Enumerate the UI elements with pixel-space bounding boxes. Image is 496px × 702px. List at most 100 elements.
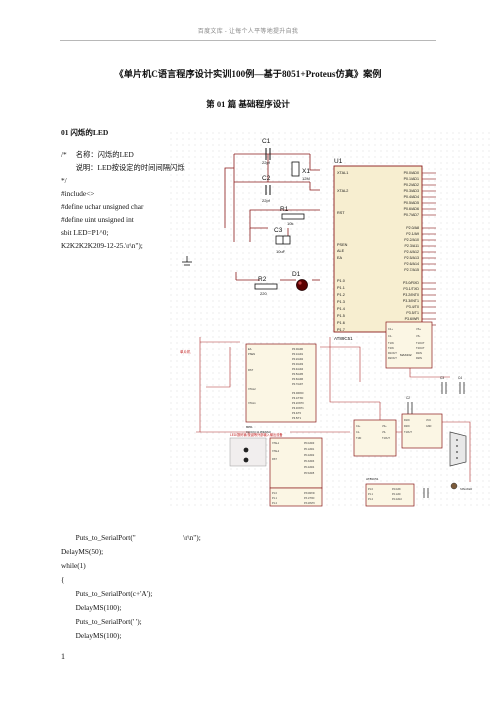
svg-text:VS+: VS+ [416, 327, 421, 331]
svg-text:P1.2: P1.2 [272, 502, 278, 505]
svg-text:P3.4/T0: P3.4/T0 [292, 411, 302, 415]
u1-label: U1 [334, 158, 343, 165]
svg-text:P0.3/AD3: P0.3/AD3 [304, 460, 315, 463]
svg-text:P0.2/AD2: P0.2/AD2 [404, 183, 419, 187]
c1-value: 22pf [262, 160, 271, 165]
svg-text:T1OUT: T1OUT [382, 437, 390, 440]
svg-text:P0.3/AD3: P0.3/AD3 [292, 362, 304, 366]
svg-text:P0.1/AD1: P0.1/AD1 [404, 177, 419, 181]
svg-text:XTAL2: XTAL2 [337, 189, 348, 193]
svg-text:C2: C2 [406, 396, 410, 400]
svg-text:P1.2: P1.2 [337, 293, 345, 297]
svg-text:P0.0/AD0: P0.0/AD0 [304, 442, 315, 445]
d1-label: D1 [292, 271, 301, 278]
svg-text:P1.1: P1.1 [337, 286, 345, 290]
r1-label: R1 [280, 206, 289, 213]
crystal-x1-icon [291, 161, 300, 177]
speaker-icon [450, 482, 458, 490]
svg-text:P0.4/AD4: P0.4/AD4 [304, 466, 315, 469]
svg-text:R2IN: R2IN [404, 425, 410, 428]
c2-value: 22pf [262, 198, 271, 203]
u1-left-pins: XTAL1 XTAL2 RST PSEN ALE EA P1.0 P1.1 P1… [337, 171, 348, 332]
svg-text:T2IN: T2IN [388, 346, 394, 350]
svg-text:P0.6/AD6: P0.6/AD6 [404, 207, 419, 211]
max232-label: MAX232 [400, 353, 412, 357]
svg-text:R2OUT: R2OUT [388, 356, 397, 360]
svg-text:P3.2/INT0: P3.2/INT0 [304, 502, 315, 505]
svg-text:P3.0/RXD: P3.0/RXD [304, 492, 315, 495]
code-line: DelayMS(100); [61, 631, 122, 640]
code-line: Puts_to_SerialPort(' '); [61, 617, 142, 626]
svg-text:P3.3/INT1: P3.3/INT1 [403, 299, 419, 303]
svg-text:P1.1: P1.1 [272, 497, 278, 500]
svg-text:R1IN: R1IN [416, 351, 422, 355]
svg-text:P3.2/INT0: P3.2/INT0 [403, 293, 419, 297]
led-d1-icon [296, 279, 308, 291]
svg-text:P2.2/A10: P2.2/A10 [392, 498, 403, 501]
u2-title: 8051 [246, 425, 253, 429]
svg-text:C1-: C1- [356, 431, 360, 434]
svg-text:XTAL2: XTAL2 [248, 387, 256, 391]
svg-text:VS-: VS- [382, 431, 386, 434]
svg-text:P0.4/AD4: P0.4/AD4 [404, 195, 419, 199]
code-line: sbit LED=P1^0; [61, 228, 109, 237]
c2-label: C2 [262, 175, 271, 182]
code-line: K2K2K2K209-12-25.\r\n"); [61, 241, 143, 250]
header-rule [60, 40, 436, 41]
svg-text:P1.6: P1.6 [337, 321, 345, 325]
svg-text:P3.1/TXD: P3.1/TXD [304, 497, 315, 500]
svg-text:P0.6/AD6: P0.6/AD6 [292, 377, 304, 381]
svg-text:P1.0: P1.0 [337, 279, 345, 283]
button-icon [243, 457, 249, 463]
svg-text:VS-: VS- [416, 334, 420, 338]
code-line: Puts_to_SerialPort(c+'A'); [61, 589, 153, 598]
io-note: LED/数码管/按键等外部输入输出设备 [230, 432, 283, 437]
svg-text:P0.5/AD5: P0.5/AD5 [404, 201, 419, 205]
svg-text:P2.3/A11: P2.3/A11 [404, 244, 419, 248]
chapter-heading: 第 01 篇 基础程序设计 [206, 99, 290, 109]
x1-label: X1 [302, 168, 310, 175]
svg-text:P2.6/A14: P2.6/A14 [404, 262, 419, 266]
page-number: 1 [61, 652, 65, 661]
c3-value: 10uF [276, 249, 286, 254]
svg-text:P3.1/TXD: P3.1/TXD [292, 396, 303, 400]
svg-text:PSEN: PSEN [337, 243, 348, 247]
svg-text:P0.5/AD5: P0.5/AD5 [304, 472, 315, 475]
max232-chip [385, 321, 433, 369]
code-line: DelayMS(50); [61, 547, 104, 556]
svg-text:P2.2/A10: P2.2/A10 [404, 238, 419, 242]
svg-text:PSEN: PSEN [248, 352, 255, 356]
svg-text:P1.0: P1.0 [368, 488, 374, 491]
u3-chip [269, 437, 323, 489]
ground-icon [182, 256, 192, 266]
svg-text:P0.2/AD2: P0.2/AD2 [304, 454, 315, 457]
c1-label: C1 [262, 138, 271, 145]
svg-text:VCC: VCC [426, 419, 431, 422]
svg-text:XTAL2: XTAL2 [272, 450, 280, 453]
svg-text:P3.3/INT1: P3.3/INT1 [292, 406, 304, 410]
svg-text:P0.2/AD2: P0.2/AD2 [292, 357, 304, 361]
svg-text:P0.7/AD7: P0.7/AD7 [292, 382, 304, 386]
svg-text:P1.4: P1.4 [337, 307, 345, 311]
svg-text:P0.3/AD3: P0.3/AD3 [404, 189, 419, 193]
svg-text:P0.5/AD5: P0.5/AD5 [292, 372, 304, 376]
r2-value: 220 [260, 291, 267, 296]
svg-text:P1.3: P1.3 [337, 300, 345, 304]
code-line: while(1) [61, 561, 86, 570]
svg-text:P2.4/A12: P2.4/A12 [404, 250, 419, 254]
svg-text:VS+: VS+ [382, 425, 387, 428]
svg-text:P3.5/T1: P3.5/T1 [292, 416, 302, 420]
svg-text:C1-: C1- [388, 334, 392, 338]
circuit-schematic: C1 22pf C2 22pf X1 12M R1 10k C3 10uF R2… [170, 132, 492, 510]
svg-text:P1.7: P1.7 [337, 328, 345, 332]
button-area [229, 437, 267, 467]
document-title: 《单片机C语言程序设计实训100例—基于8051+Proteus仿真》案例 [114, 69, 382, 79]
svg-text:P2.1/A9: P2.1/A9 [392, 493, 401, 496]
c3-label: C3 [274, 227, 283, 234]
svg-text:EA: EA [248, 347, 252, 351]
wires-top [224, 153, 320, 281]
svg-text:P1.2: P1.2 [368, 498, 374, 501]
code-line: */ [61, 176, 67, 185]
svg-text:P2.1/A9: P2.1/A9 [406, 232, 419, 236]
svg-text:P2.7/A15: P2.7/A15 [404, 268, 419, 272]
